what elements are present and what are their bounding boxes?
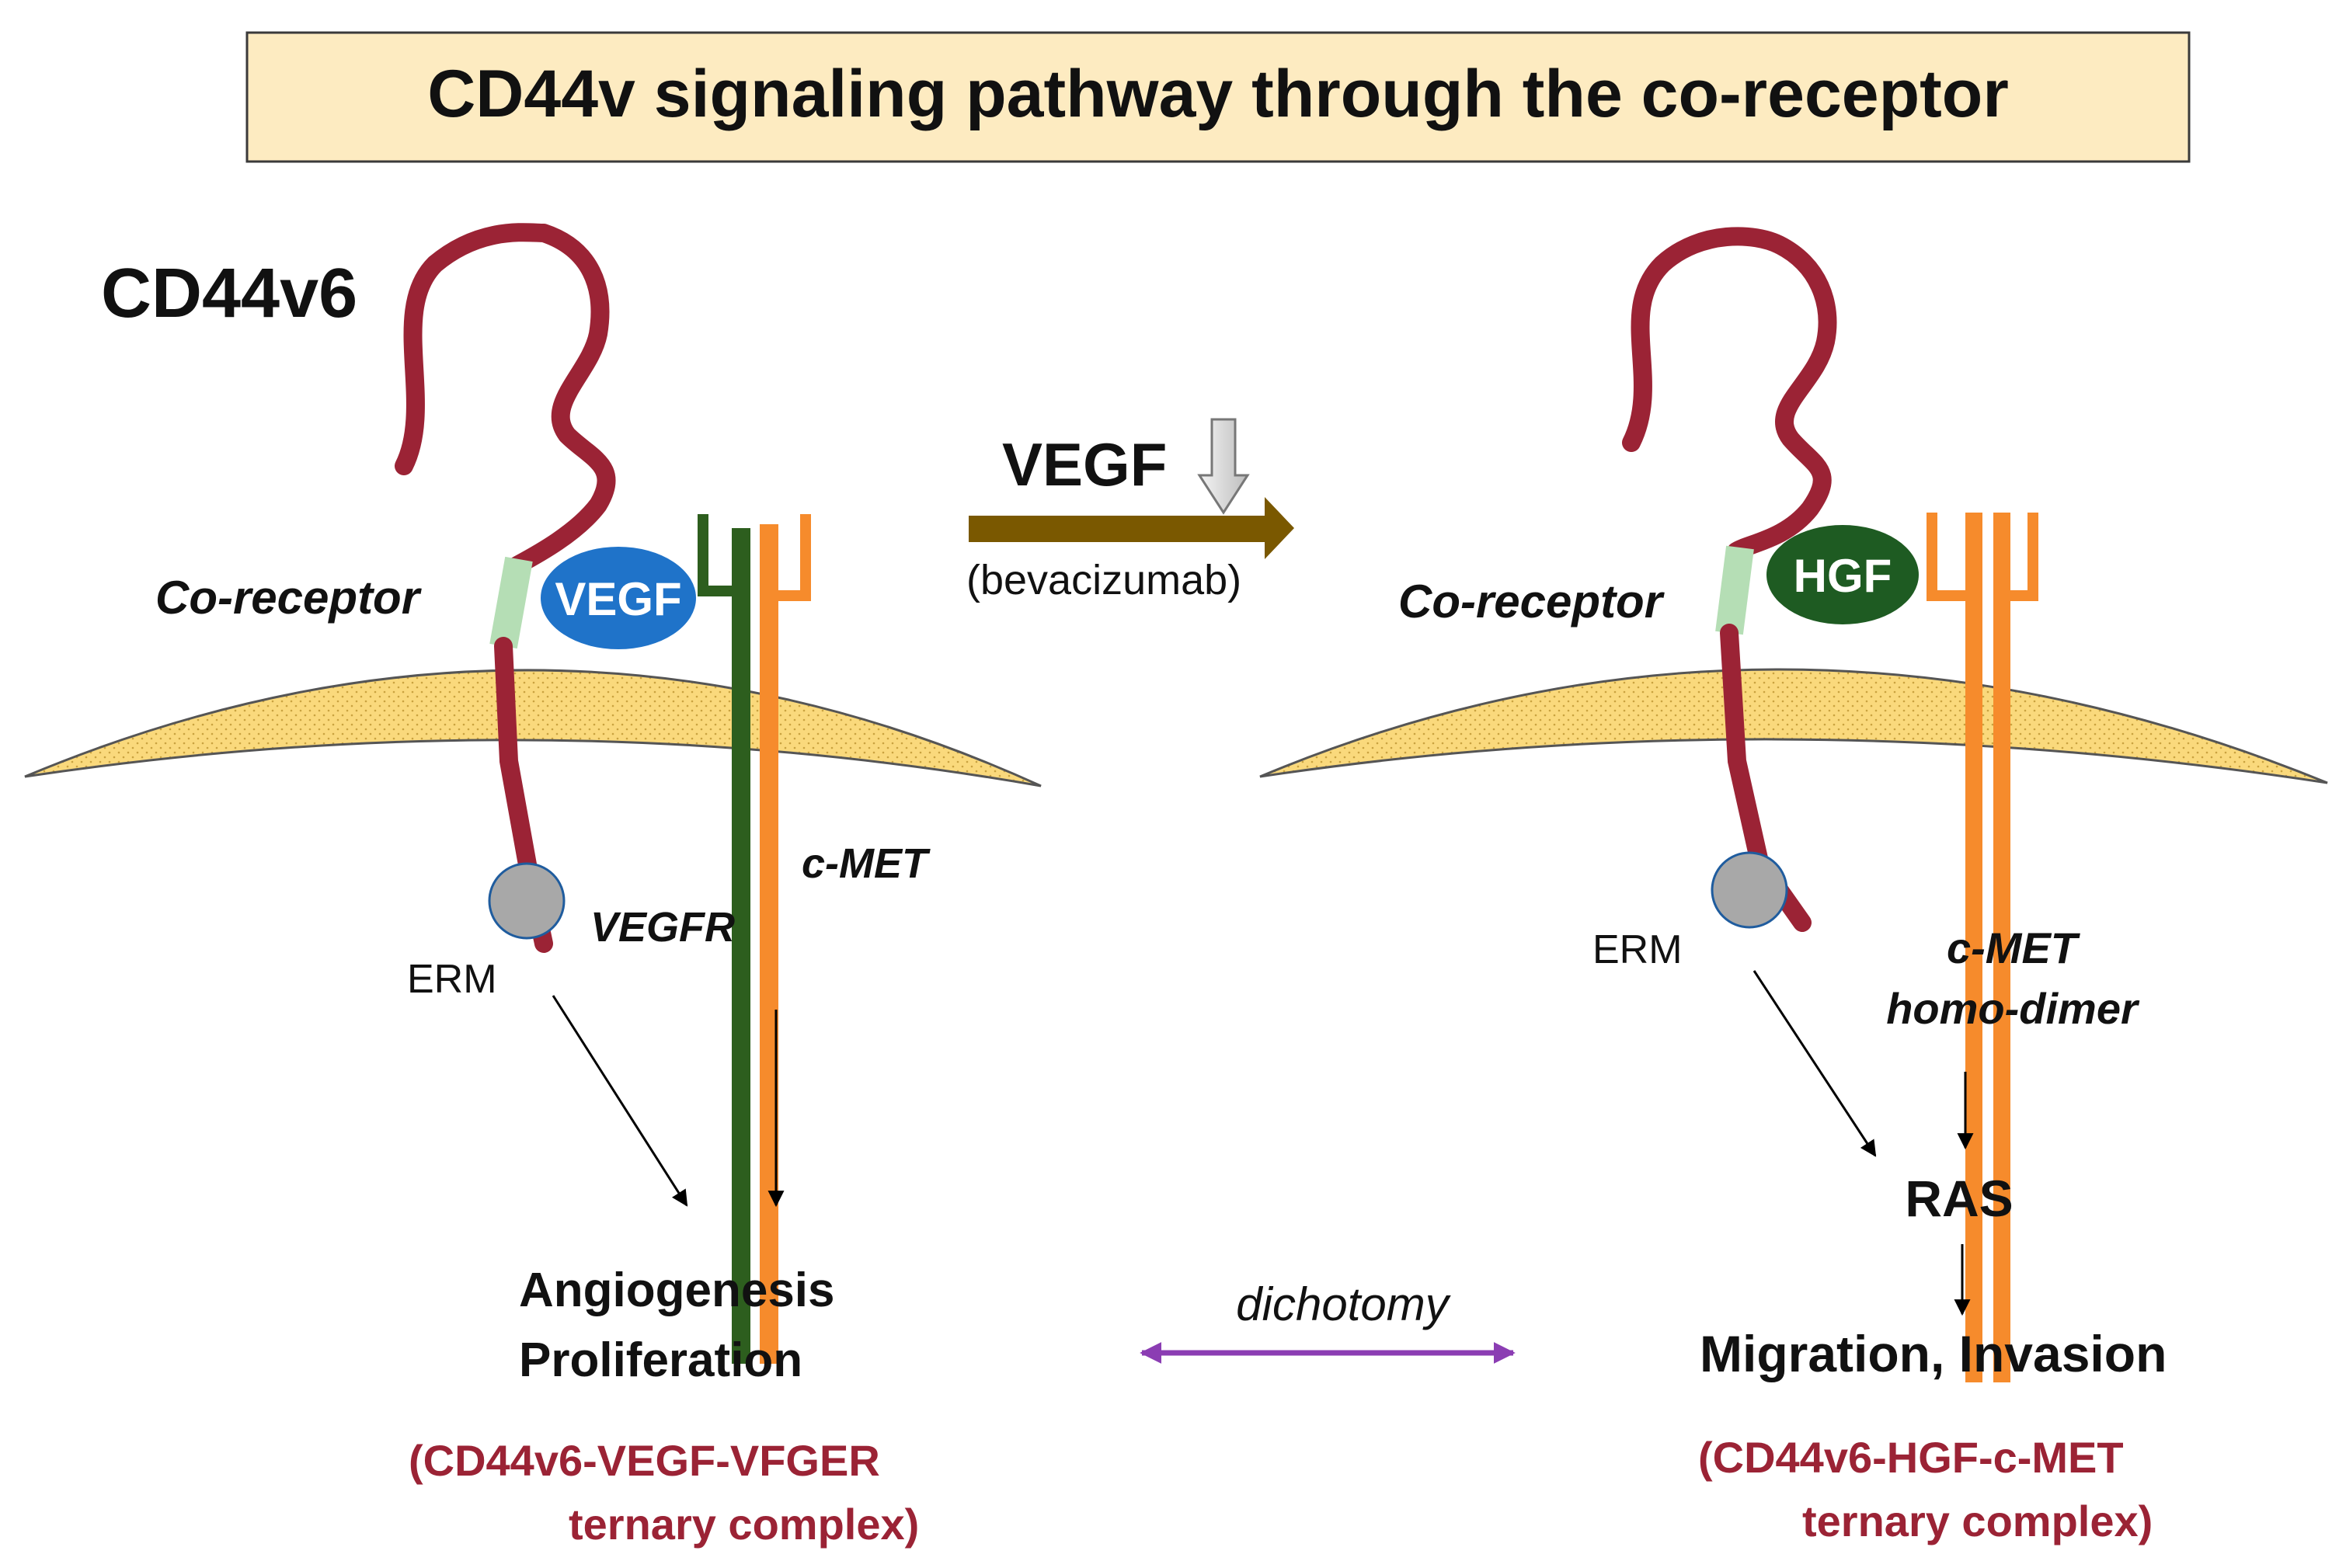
complex-left-line2: ternary complex)	[569, 1500, 919, 1549]
cmet-label-left: c-MET	[802, 840, 931, 887]
transition-vegf-label: VEGF	[1002, 430, 1167, 499]
cmet-label-right: c-MET	[1947, 923, 2081, 972]
outcome-angiogenesis: Angiogenesis	[519, 1264, 835, 1317]
cmet-homodimer	[1927, 513, 2038, 1382]
cell-membrane-right	[1259, 668, 2328, 784]
decrease-down-arrow	[1197, 418, 1250, 515]
cmet-receptor-left	[760, 514, 811, 1364]
erm-label-right: ERM	[1592, 927, 1683, 972]
hgf-ligand	[1766, 525, 1919, 624]
transition-arrow	[969, 497, 1294, 559]
cd44v6-label: CD44v6	[101, 255, 357, 332]
erm-circle-left	[488, 862, 566, 940]
complex-left-line1: (CD44v6-VEGF-VFGER	[409, 1436, 880, 1485]
vegfr-receptor	[698, 514, 750, 1364]
right-panel: HGF Co-receptor ERM c-MET homo-dimer RAS…	[1259, 227, 2328, 1545]
transition: VEGF (bevacizumab)	[966, 418, 1294, 603]
ras-label: RAS	[1905, 1170, 2013, 1227]
dichotomy-label: dichotomy	[1236, 1278, 1451, 1330]
cd44v6-extracellular-strand	[395, 223, 616, 576]
vegf-ligand	[541, 547, 696, 649]
complex-right-line2: ternary complex)	[1802, 1497, 2153, 1545]
erm-arrow-right	[1753, 970, 1877, 1157]
co-receptor-segment-right	[1715, 545, 1754, 635]
cell-membrane-left	[24, 669, 1042, 787]
title: CD44v signaling pathway through the co-r…	[427, 57, 2009, 131]
erm-circle-right	[1711, 851, 1788, 929]
vegfr-label: VEGFR	[590, 904, 735, 951]
hgf-ligand-label: HGF	[1794, 550, 1892, 602]
vegf-ligand-label: VEGF	[555, 573, 681, 625]
left-panel: VEGF CD44v6 Co-receptor VEGFR c-MET ERM …	[24, 223, 1042, 1549]
complex-right-line1: (CD44v6-HGF-c-MET	[1698, 1433, 2124, 1482]
erm-arrow-left	[552, 995, 688, 1207]
title-box: CD44v signaling pathway through the co-r…	[245, 31, 2191, 163]
homodimer-label: homo-dimer	[1886, 984, 2140, 1033]
erm-label-left: ERM	[407, 957, 497, 1002]
co-receptor-segment-left	[489, 556, 533, 649]
co-receptor-label-left: Co-receptor	[155, 572, 423, 624]
outcome-migration-invasion: Migration, Invasion	[1700, 1325, 2167, 1382]
outcome-proliferation: Proliferation	[519, 1333, 802, 1387]
dichotomy: dichotomy	[1140, 1278, 1516, 1364]
bevacizumab-label: (bevacizumab)	[966, 557, 1241, 603]
co-receptor-label-right: Co-receptor	[1398, 575, 1665, 628]
cd44v6-extracellular-strand-right	[1622, 227, 1837, 561]
